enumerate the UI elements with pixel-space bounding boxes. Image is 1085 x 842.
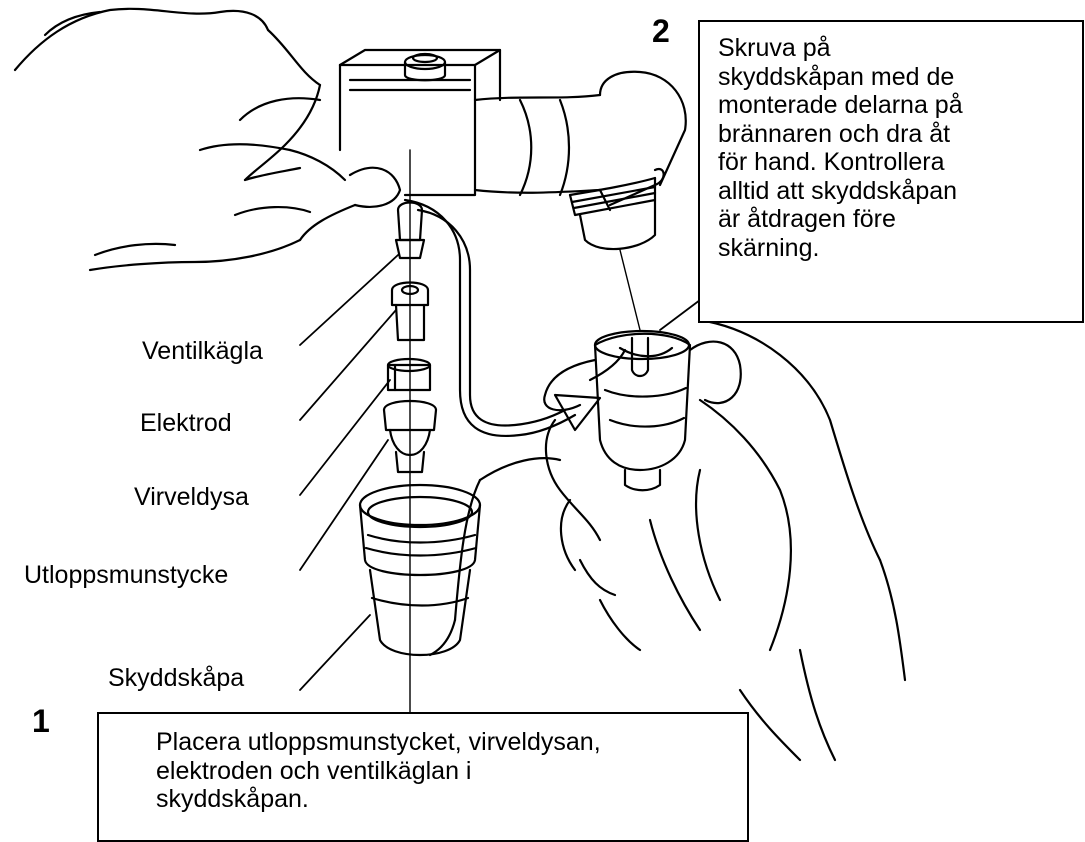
- step-2-line: skärning.: [718, 234, 963, 263]
- label-virveldysa: Virveldysa: [134, 482, 249, 512]
- step-2-line: brännaren och dra åt: [718, 120, 963, 149]
- step-2-line: Skruva på: [718, 34, 963, 63]
- leader-lines: [300, 255, 700, 690]
- step-2-line: alltid att skyddskåpan: [718, 177, 963, 206]
- label-ventilkagla: Ventilkägla: [142, 336, 263, 366]
- label-skyddskapa: Skyddskåpa: [108, 663, 244, 693]
- label-elektrod: Elektrod: [140, 408, 232, 438]
- step-2-line: skyddskåpan med de: [718, 63, 963, 92]
- left-hand-drawing: [15, 9, 400, 270]
- step-2-number: 2: [652, 14, 670, 48]
- label-utloppsmunstycke: Utloppsmunstycke: [24, 560, 228, 590]
- right-hand-drawing: [430, 320, 905, 760]
- torch-body-drawing: [340, 50, 686, 249]
- step-1-text: Placera utloppsmunstycket, virveldysan, …: [156, 728, 601, 814]
- assembly-arrow-drawing: [405, 200, 625, 436]
- step-2-line: för hand. Kontrollera: [718, 148, 963, 177]
- step-1-line: skyddskåpan.: [156, 785, 601, 814]
- step-2-text: Skruva på skyddskåpan med de monterade d…: [718, 34, 963, 262]
- step-1-line: Placera utloppsmunstycket, virveldysan,: [156, 728, 601, 757]
- step-1-line: elektroden och ventilkäglan i: [156, 757, 601, 786]
- exploded-parts-drawing: [360, 203, 480, 656]
- step-2-line: monterade delarna på: [718, 91, 963, 120]
- step-1-number: 1: [32, 704, 50, 738]
- step-2-line: är åtdragen före: [718, 205, 963, 234]
